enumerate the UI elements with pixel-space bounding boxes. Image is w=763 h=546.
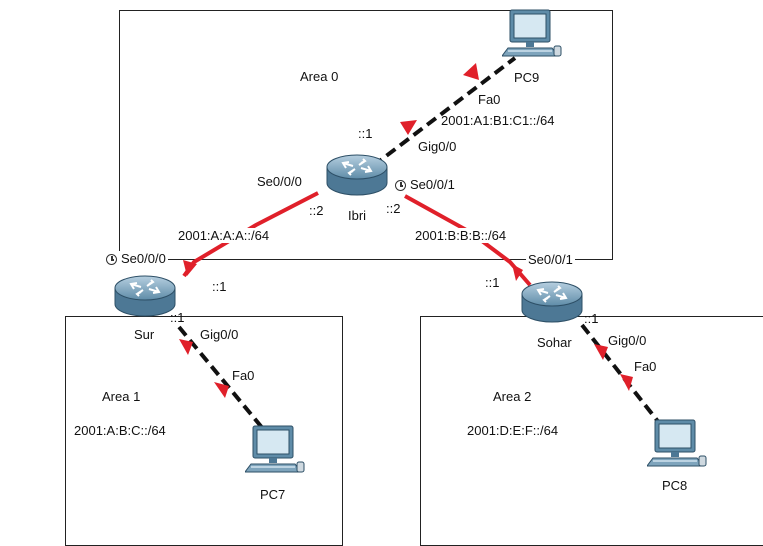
link-arrow-pc9-fa0 [463, 63, 479, 80]
sohar-se001-label: Se0/0/1 [526, 252, 575, 267]
pc9-name: PC9 [514, 70, 540, 85]
pc8-interface-label: Fa0 [634, 359, 657, 374]
router-sohar-name: Sohar [537, 335, 572, 350]
area-0-box [119, 10, 613, 260]
pc7-interface-label: Fa0 [232, 368, 255, 383]
area-1-label: Area 1 [102, 389, 141, 404]
link-arrow-sohar-se0 [512, 264, 523, 281]
ethernet-link-sur-pc7[interactable] [177, 325, 266, 432]
pc7-icon[interactable] [244, 424, 305, 483]
link-arrow-sur-gig0 [179, 339, 193, 355]
pc7-name: PC7 [260, 487, 286, 502]
area-1-prefix: 2001:A:B:C::/64 [74, 423, 166, 438]
router-sohar-icon[interactable] [520, 280, 584, 329]
link-arrow-pc7-fa0 [214, 382, 229, 398]
pc9-interface-label: Fa0 [478, 92, 501, 107]
ibri-se001-label: Se0/0/1 [395, 177, 455, 192]
router-ibri-icon[interactable] [325, 153, 389, 202]
pc9-icon[interactable] [501, 8, 562, 67]
ethernet-link-ibri-pc9[interactable] [371, 56, 517, 168]
ibri-se001-host-label: ::2 [386, 201, 401, 216]
ibri-sur-prefix-label: 2001:A:A:A::/64 [176, 228, 272, 243]
sur-gig-host-label: ::1 [170, 310, 185, 325]
ibri-gig-interface-label: Gig0/0 [418, 139, 457, 154]
area-2-label: Area 2 [493, 389, 532, 404]
clock-icon [395, 180, 406, 191]
ibri-pc9-prefix-label: 2001:A1:B1:C1::/64 [441, 113, 555, 128]
pc8-name: PC8 [662, 478, 688, 493]
router-sur-name: Sur [134, 327, 155, 342]
sur-se000-label: Se0/0/0 [104, 251, 168, 266]
sohar-se-host-label: ::1 [485, 275, 500, 290]
ibri-sohar-prefix-label: 2001:B:B:B::/64 [413, 228, 509, 243]
area-0-label: Area 0 [300, 69, 339, 84]
link-arrow-sohar-gig0 [594, 344, 608, 360]
sohar-gig-interface-label: Gig0/0 [608, 333, 647, 348]
sohar-gig-host-label: ::1 [584, 311, 599, 326]
pc8-icon[interactable] [646, 418, 707, 477]
link-arrow-sur-se0 [183, 260, 197, 276]
ibri-se000-host-label: ::2 [309, 203, 324, 218]
link-arrow-ibri-gig0 [400, 120, 417, 135]
ethernet-link-sohar-pc8[interactable] [580, 323, 662, 426]
area-2-prefix: 2001:D:E:F::/64 [467, 423, 559, 438]
clock-icon [106, 254, 117, 265]
router-sur-icon[interactable] [113, 274, 177, 323]
ibri-gig-host-label: ::1 [358, 126, 373, 141]
link-arrow-pc8-fa0 [620, 374, 633, 391]
sur-gig-interface-label: Gig0/0 [200, 327, 239, 342]
ibri-se000-label: Se0/0/0 [257, 174, 302, 189]
router-ibri-name: Ibri [348, 208, 367, 223]
sur-se-host-label: ::1 [212, 279, 227, 294]
